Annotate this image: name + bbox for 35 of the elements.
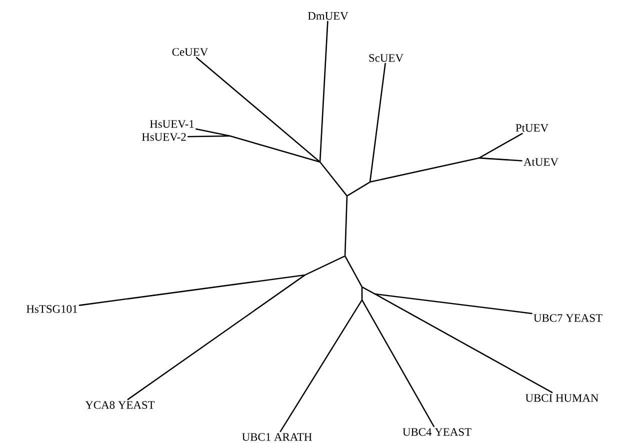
tree-branch	[347, 182, 370, 196]
leaf-label: UBC7 YEAST	[534, 314, 602, 322]
leaf-label: AtUEV	[524, 158, 558, 166]
tree-branch	[187, 135, 230, 138]
tree-branch	[127, 274, 305, 400]
tree-branch	[319, 20, 328, 162]
tree-branch	[230, 136, 320, 162]
tree-branch	[195, 128, 230, 136]
leaf-label: HsTSG101	[26, 305, 78, 313]
leaf-label: DmUEV	[308, 12, 348, 20]
tree-branch	[369, 62, 386, 182]
tree-branch	[362, 286, 375, 294]
tree-branch	[196, 56, 320, 162]
tree-branch	[362, 300, 434, 428]
leaf-label: ScUEV	[369, 54, 404, 62]
leaf-label: HsUEV-2	[142, 133, 186, 141]
tree-branch	[375, 294, 553, 394]
tree-branch	[479, 157, 522, 162]
leaf-label: UBCI HUMAN	[525, 394, 598, 402]
tree-branch	[344, 256, 362, 287]
tree-branch	[305, 256, 345, 276]
leaf-label: YCA8 YEAST	[85, 401, 155, 409]
leaf-label: UBC1 ARATH	[242, 433, 312, 441]
leaf-label: UBC4 YEAST	[402, 428, 472, 436]
leaf-label: CeUEV	[172, 48, 208, 56]
tree-branch	[280, 300, 362, 432]
tree-branch	[361, 287, 363, 300]
tree-branch	[320, 162, 348, 196]
tree-branch	[344, 196, 348, 256]
tree-branch	[479, 132, 523, 158]
leaf-label: HsUEV-1	[150, 120, 194, 128]
tree-branch	[375, 293, 532, 314]
tree-branch	[370, 158, 479, 182]
tree-branch	[78, 274, 305, 306]
leaf-label: PtUEV	[516, 124, 548, 132]
